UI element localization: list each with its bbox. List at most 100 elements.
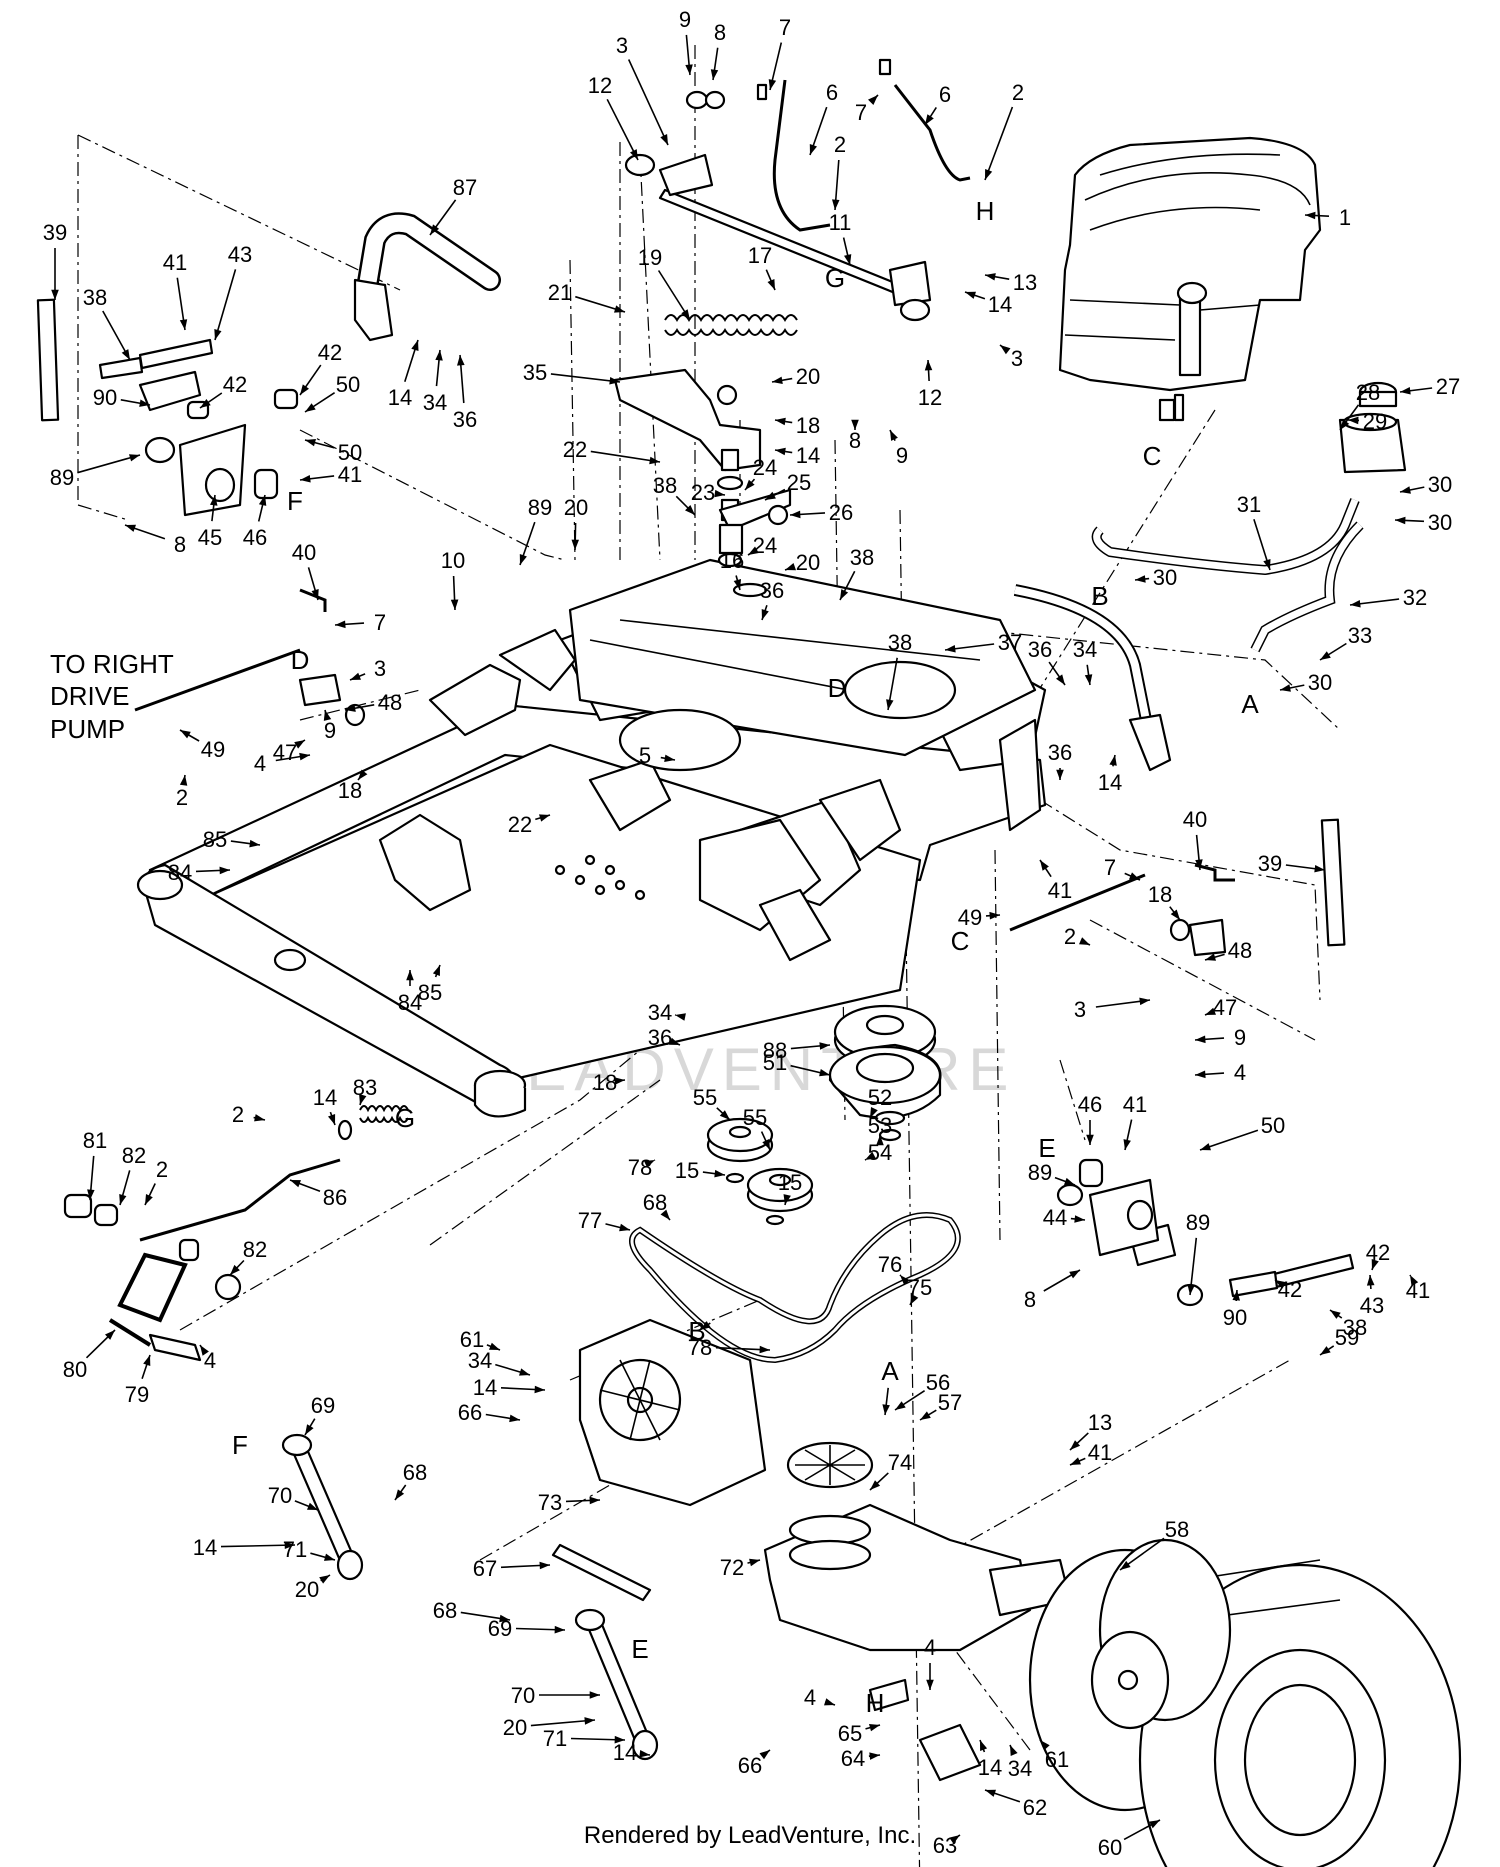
part-callout: 14: [193, 1535, 217, 1560]
leader-arrowhead: [1040, 860, 1049, 871]
part-callout: 50: [336, 372, 360, 397]
leader-arrowhead: [681, 309, 690, 320]
pivot-bracket: [613, 368, 792, 598]
leader-arrowhead: [614, 1735, 625, 1744]
leader-arrowhead: [1123, 1139, 1131, 1150]
part-callout: 49: [958, 905, 982, 930]
leader-arrowhead: [660, 134, 668, 145]
part-callout: 8: [1024, 1287, 1036, 1312]
part-callout: 38: [850, 545, 874, 570]
leader-arrowhead: [1280, 684, 1291, 692]
part-callout: 12: [588, 73, 612, 98]
fuel-hoses: [1013, 498, 1364, 772]
leader-arrowhead: [129, 454, 140, 462]
leader-arrowhead: [869, 1724, 880, 1732]
part-callout: 78: [628, 1155, 652, 1180]
part-callout: 8: [849, 428, 861, 453]
leader-arrowhead: [1056, 769, 1064, 780]
part-callout: 4: [204, 1348, 216, 1373]
part-callout: 4: [804, 1685, 816, 1710]
part-callout: 89: [528, 495, 552, 520]
reference-letter: E: [1038, 1133, 1055, 1163]
leader-arrowhead: [411, 340, 419, 351]
part-callout: 15: [778, 1170, 802, 1195]
part-callout: 14: [388, 385, 412, 410]
leader-arrowhead: [125, 524, 136, 532]
part-callout: 33: [1348, 623, 1372, 648]
leader-arrowhead: [1056, 674, 1065, 685]
leader-arrowhead: [819, 1042, 830, 1050]
leader-arrowhead: [359, 1094, 367, 1105]
leader-arrowhead: [639, 1750, 650, 1758]
leader-arrowhead: [294, 740, 305, 749]
leader-arrowhead: [775, 417, 786, 426]
reference-letter: G: [395, 1103, 415, 1133]
part-callout: 15: [675, 1158, 699, 1183]
leader-arrowhead: [305, 1424, 314, 1435]
part-callout: 59: [1335, 1325, 1359, 1350]
part-callout: 61: [1045, 1747, 1069, 1772]
part-callout: 39: [1258, 851, 1282, 876]
note-to-right-drive-pump-line2: DRIVE: [50, 681, 129, 711]
part-callout: 9: [1234, 1025, 1246, 1050]
part-callout: 69: [311, 1393, 335, 1418]
leader-arrowhead: [179, 319, 188, 330]
part-callout: 41: [1406, 1278, 1430, 1303]
part-callout: 85: [418, 980, 442, 1005]
part-callout: 20: [796, 550, 820, 575]
linkage-rods: [134, 588, 1235, 957]
part-callout: 55: [693, 1085, 717, 1110]
part-callout: 72: [720, 1555, 744, 1580]
engine: [1058, 136, 1322, 422]
part-callout: 41: [1088, 1440, 1112, 1465]
leader-line: [627, 59, 669, 146]
part-callout: 20: [564, 495, 588, 520]
leader-arrowhead: [1170, 909, 1180, 920]
part-callout: 4: [924, 1635, 936, 1660]
part-callout: 36: [453, 407, 477, 432]
part-callout: 84: [398, 990, 422, 1015]
leader-arrowhead: [311, 589, 319, 600]
part-callout: 68: [643, 1190, 667, 1215]
part-callout: 74: [888, 1450, 912, 1475]
leader-arrowhead: [869, 1752, 880, 1760]
part-callout: 68: [433, 1598, 457, 1623]
steering-shaft: [624, 58, 971, 322]
reference-letter: C: [951, 926, 970, 956]
part-callout: 14: [613, 1740, 637, 1765]
leader-arrowhead: [300, 384, 309, 395]
part-callout: 18: [796, 413, 820, 438]
part-callout: 11: [829, 210, 852, 235]
part-callout: 75: [908, 1275, 932, 1300]
part-callout: 43: [1360, 1293, 1384, 1318]
part-callout: 31: [1237, 492, 1261, 517]
leader-arrowhead: [1263, 559, 1271, 570]
leader-arrowhead: [614, 1077, 625, 1085]
part-callout: 34: [648, 1000, 672, 1025]
part-callout: 70: [268, 1483, 292, 1508]
part-callout: 14: [1098, 770, 1122, 795]
part-callout: 3: [616, 33, 628, 58]
part-callout: 50: [338, 440, 362, 465]
control-handle: [353, 212, 501, 342]
part-callout: 26: [829, 500, 853, 525]
leader-arrowhead: [1129, 872, 1140, 880]
leader-arrowhead: [457, 355, 465, 366]
leader-arrowhead: [200, 399, 211, 408]
reference-letter: B: [1091, 581, 1108, 611]
part-callout: 27: [1436, 374, 1460, 399]
leader-arrowhead: [200, 1345, 209, 1356]
part-callout: 68: [403, 1460, 427, 1485]
leader-arrowhead: [1086, 1134, 1094, 1145]
leader-arrowhead: [1400, 486, 1411, 494]
part-callout: 20: [295, 1577, 319, 1602]
leader-arrowhead: [1000, 345, 1011, 355]
leader-arrowhead: [614, 305, 625, 313]
part-callout: 88: [763, 1038, 787, 1063]
leader-arrowhead: [534, 1385, 545, 1394]
leader-arrowhead: [761, 609, 769, 620]
part-callout: 36: [1028, 637, 1052, 662]
leader-arrowhead: [669, 1037, 680, 1045]
leader-arrowhead: [1195, 1035, 1206, 1044]
